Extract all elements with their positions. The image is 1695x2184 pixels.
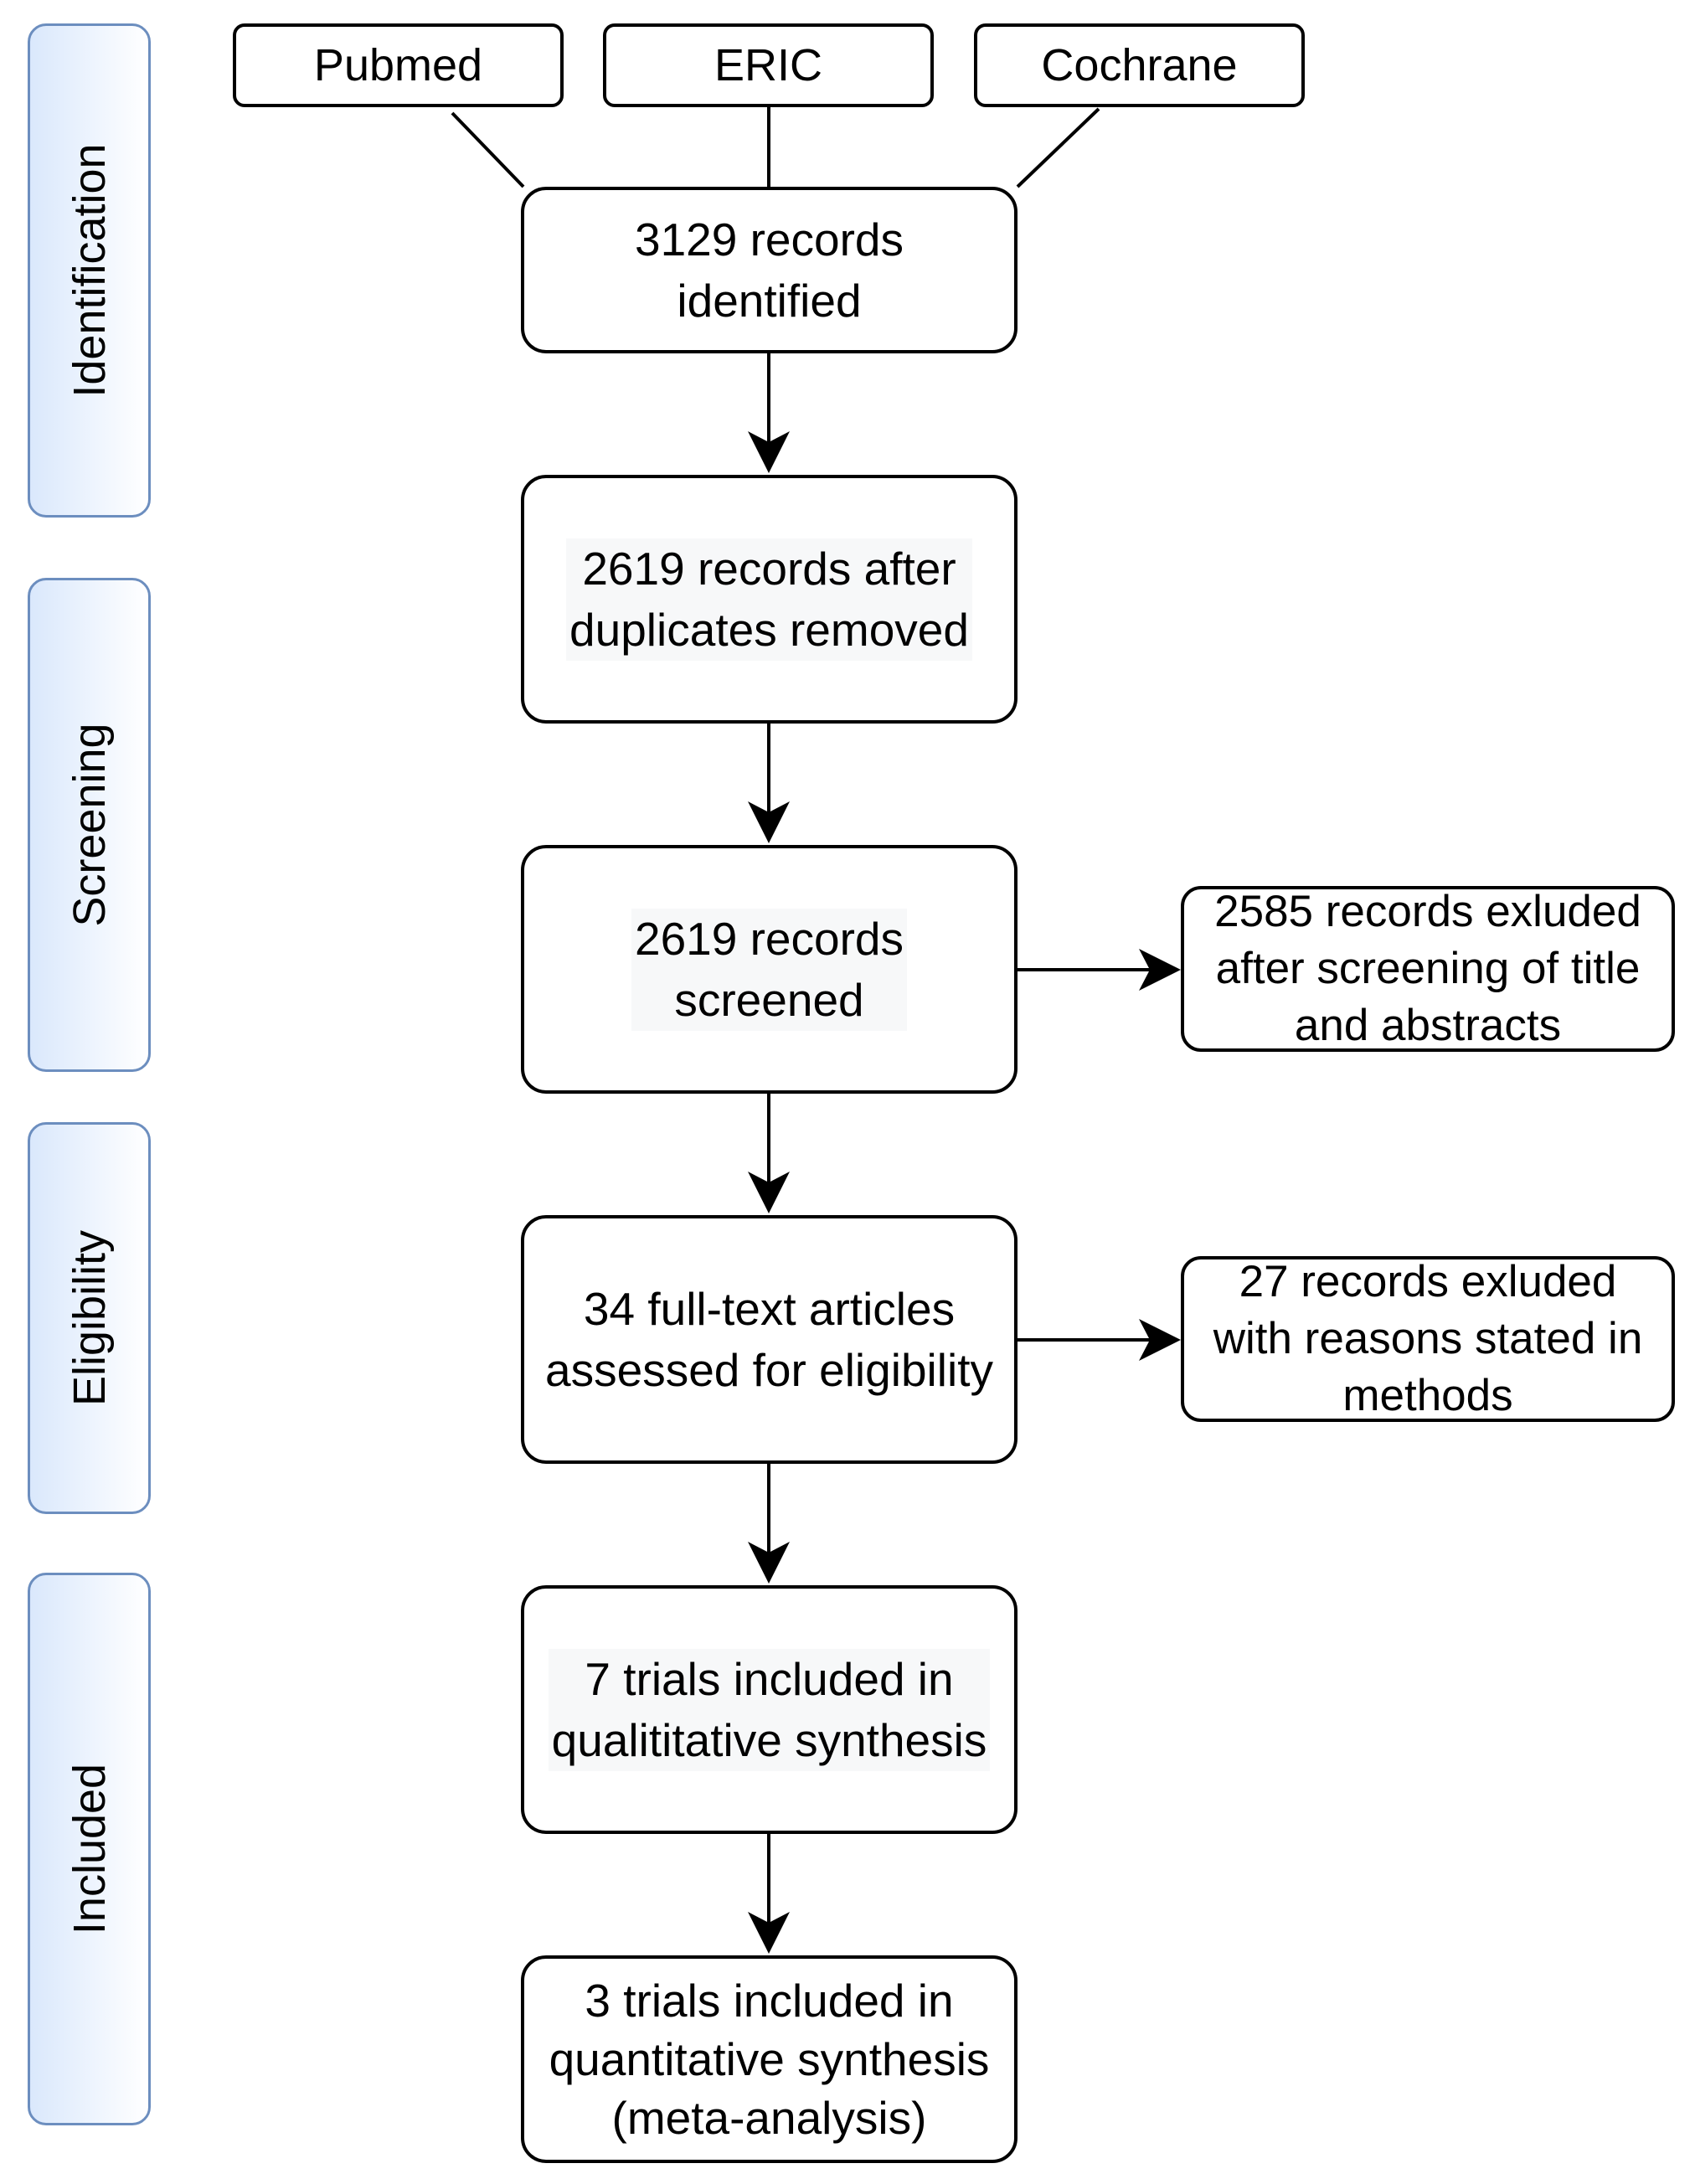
step-identified-text: 3129 records identified [634,213,904,327]
arrow-assessed-to-excluded [1018,1319,1181,1361]
source-eric-label: ERIC [714,40,822,90]
step-identified: 3129 records identified [521,187,1018,353]
excluded-with-reasons: 27 records exluded with reasons stated i… [1181,1256,1675,1422]
phase-eligibility-label: Eligibility [64,1229,115,1407]
source-eric: ERIC [603,23,934,107]
arrow-qualitative-to-quantitative [748,1834,790,1954]
arrow-identified-to-duplicates [748,353,790,473]
excluded-after-screening: 2585 records exluded after screening of … [1181,886,1675,1052]
phase-identification: Identification [28,23,151,518]
step-assessed: 34 full-text articles assessed for eligi… [521,1215,1018,1464]
phase-included: Included [28,1573,151,2125]
step-assessed-text: 34 full-text articles assessed for eligi… [545,1282,993,1396]
phase-eligibility: Eligibility [28,1122,151,1514]
phase-screening: Screening [28,578,151,1072]
phase-identification-label: Identification [64,143,115,398]
excluded-after-screening-text: 2585 records exluded after screening of … [1214,887,1641,1050]
step-duplicates-removed: 2619 records after duplicates removed [521,475,1018,724]
step-screened: 2619 records screened [521,845,1018,1094]
source-pubmed-label: Pubmed [313,40,483,90]
cochrane-connector [1016,107,1100,188]
phase-included-label: Included [64,1763,115,1935]
arrow-duplicates-to-screened [748,724,790,843]
step-duplicates-removed-text: 2619 records after duplicates removed [566,538,972,661]
step-quantitative-text: 3 trials included in quantitative synthe… [549,1975,990,2144]
phase-screening-label: Screening [64,723,115,927]
arrow-assessed-to-qualitative [748,1464,790,1584]
arrow-screened-to-assessed [748,1094,790,1213]
source-pubmed: Pubmed [233,23,564,107]
pubmed-connector [451,111,525,188]
step-qualitative-text: 7 trials included in qualititative synth… [548,1648,991,1771]
step-qualitative: 7 trials included in qualititative synth… [521,1585,1018,1834]
source-cochrane-label: Cochrane [1041,40,1238,90]
arrow-screened-to-excluded [1018,949,1181,991]
source-cochrane: Cochrane [974,23,1305,107]
step-quantitative: 3 trials included in quantitative synthe… [521,1955,1018,2163]
excluded-with-reasons-text: 27 records exluded with reasons stated i… [1213,1257,1643,1420]
step-screened-text: 2619 records screened [631,908,908,1031]
